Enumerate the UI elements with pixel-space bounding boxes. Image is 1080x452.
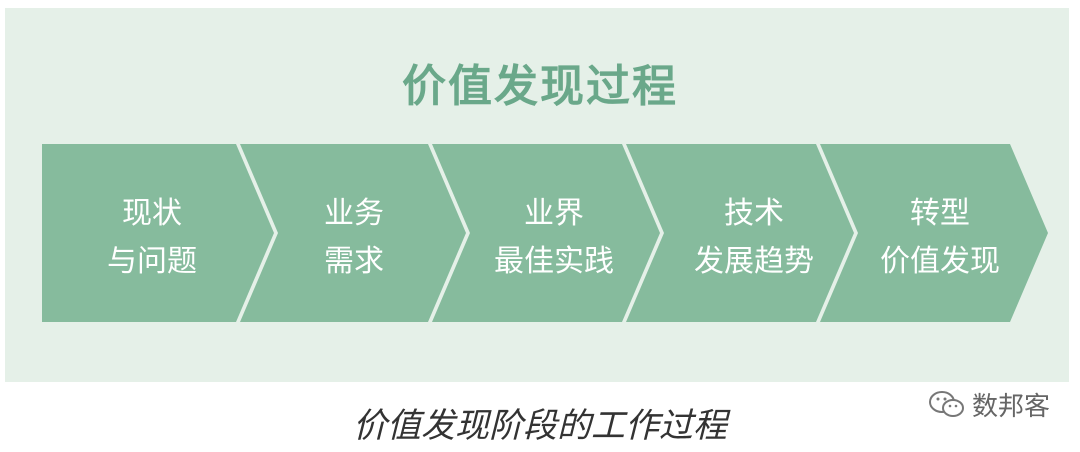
step-2-line-1: 业务 [324,196,384,231]
step-arrow-5 [820,144,1048,322]
watermark: 数邦客 [928,386,1050,423]
step-arrow-1 [42,144,274,322]
step-label-2: 业务 需求 [264,190,444,286]
step-arrow-2 [240,144,466,322]
step-label-3: 业界 最佳实践 [464,190,644,286]
step-1-line-2: 与问题 [107,244,197,279]
step-label-1: 现状 与问题 [62,190,242,286]
diagram-title: 价值发现过程 [402,61,678,112]
diagram-caption: 价值发现阶段的工作过程 [353,406,727,446]
step-3-line-2: 最佳实践 [494,244,614,279]
step-arrow-3 [432,144,660,322]
step-5-line-2: 价值发现 [880,244,1000,279]
step-label-5: 转型 价值发现 [850,190,1030,286]
step-5-line-1: 转型 [910,196,970,231]
step-arrow-4 [626,144,854,322]
step-label-4: 技术 发展趋势 [664,190,844,286]
step-1-line-1: 现状 [122,196,182,231]
watermark-text: 数邦客 [971,392,1050,422]
step-4-line-1: 技术 [724,196,784,231]
step-3-line-1: 业界 [524,196,584,231]
step-2-line-2: 需求 [324,244,384,279]
step-4-line-2: 发展趋势 [694,244,814,279]
wechat-icon [928,390,964,417]
